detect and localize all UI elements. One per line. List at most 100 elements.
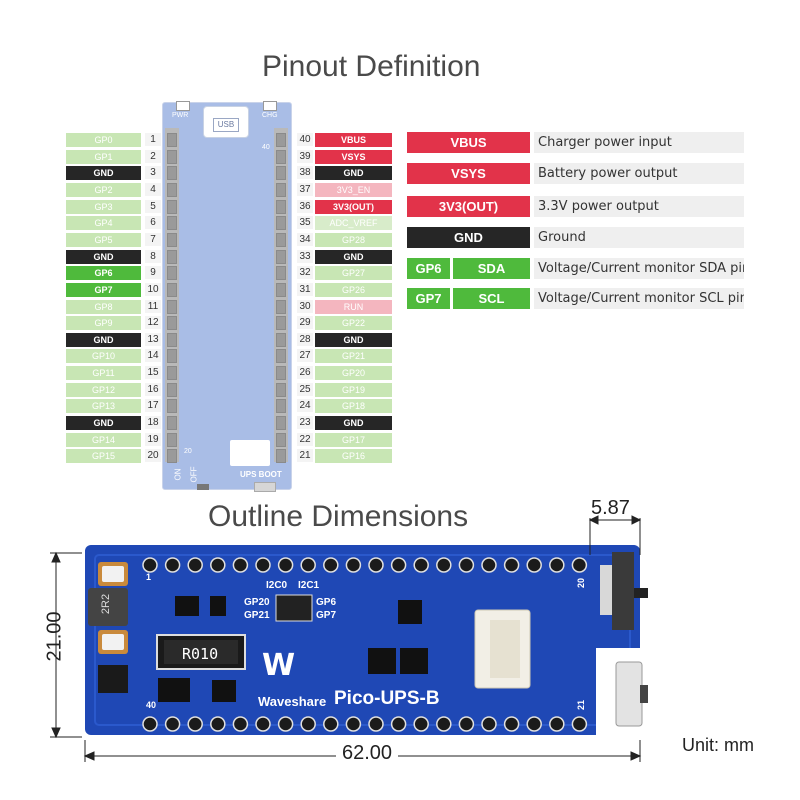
silk-i2c1: I2C1: [298, 580, 320, 591]
usb-label: USB: [213, 118, 239, 132]
pcb-pin-hole: [187, 557, 203, 573]
pin-label-27: GP21: [315, 349, 392, 363]
pin-number-37: 37: [297, 183, 313, 196]
pcb-pin-hole: [481, 557, 497, 573]
pcb-pin-hole: [503, 716, 520, 732]
chg-label: CHG: [262, 112, 278, 119]
silk-gp7: GP7: [316, 610, 337, 621]
legend-description: Battery power output: [534, 163, 744, 184]
top-header-holes: [142, 557, 588, 573]
header-pin-left: [167, 300, 177, 314]
header-pin-right: [276, 150, 286, 164]
silk-gp21: GP21: [244, 610, 270, 621]
pin-label-17: GP13: [66, 399, 141, 413]
outline-drawing: [50, 515, 648, 762]
header-pin-left: [167, 133, 177, 147]
header-pin-left: [167, 383, 177, 397]
jumper-pads: [275, 594, 313, 622]
pin-label-39: VSYS: [315, 150, 392, 164]
header-pin-right: [276, 266, 286, 280]
pin-number-23: 23: [297, 416, 313, 429]
pin-label-30: RUN: [315, 300, 392, 314]
pin-number-36: 36: [297, 200, 313, 213]
header-pin-left: [167, 433, 177, 447]
pin-label-32: GP27: [315, 266, 392, 280]
inductor-mark: 2R2: [100, 593, 113, 615]
pin-label-40: VBUS: [315, 133, 392, 147]
pin-label-12: GP9: [66, 316, 141, 330]
inductor: [88, 588, 128, 626]
brand-name: Waveshare: [258, 694, 327, 709]
pin-number-27: 27: [297, 349, 313, 362]
pcb-pin-hole: [436, 557, 452, 573]
legend-box-gp7: GP7: [407, 288, 450, 309]
pcb-pin-hole: [571, 557, 588, 573]
pcb-pin-hole: [390, 557, 407, 573]
legend-box-gp6: GP6: [407, 258, 450, 279]
ups-boot-label: UPS BOOT: [240, 470, 282, 479]
legend-description: 3.3V power output: [534, 196, 744, 217]
pwr-led: [176, 101, 190, 111]
pin-label-25: GP19: [315, 383, 392, 397]
switch-dimension: 5.87: [591, 497, 630, 519]
off-label: OFF: [189, 466, 199, 483]
pcb-pin-hole: [255, 716, 271, 732]
pcb-pin-hole: [345, 557, 362, 573]
pin-label-22: GP17: [315, 433, 392, 447]
usb-connector: [203, 106, 249, 138]
pin-number-38: 38: [297, 166, 313, 179]
pcb-pin-hole: [345, 716, 362, 732]
pcb-pin-hole: [210, 716, 226, 732]
pin-number-5: 5: [145, 200, 161, 213]
pin-label-5: GP3: [66, 200, 141, 214]
chg-led: [263, 101, 277, 111]
pin-number-4: 4: [145, 183, 161, 196]
board-pin20-label: 20: [184, 448, 192, 455]
header-pin-left: [167, 316, 177, 330]
header-pin-left: [167, 266, 177, 280]
pcb-pin-hole: [300, 716, 316, 732]
boot-button-body: [615, 661, 643, 727]
legend-box-3v3(out): 3V3(OUT): [407, 196, 530, 217]
pin-label-11: GP8: [66, 300, 141, 314]
capacitor-2-top: [102, 634, 124, 650]
pcb-pin-hole: [390, 716, 407, 732]
pin-label-3: GND: [66, 166, 141, 180]
header-pin-right: [276, 433, 286, 447]
silk-gp6: GP6: [316, 597, 337, 608]
header-pin-left: [167, 283, 177, 297]
product-name: Pico-UPS-B: [334, 688, 440, 709]
header-pin-right: [276, 399, 286, 413]
pin-label-37: 3V3_EN: [315, 183, 392, 197]
pin-number-18: 18: [145, 416, 161, 429]
header-pin-right: [276, 449, 286, 463]
slide-switch-lever: [634, 588, 648, 598]
pin-label-19: GP14: [66, 433, 141, 447]
pcb-pin-hole: [368, 557, 384, 573]
chip-7: [212, 680, 236, 702]
slide-switch-pad: [600, 565, 612, 615]
pin-label-29: GP22: [315, 316, 392, 330]
header-pin-right: [276, 283, 286, 297]
pwr-label: PWR: [172, 112, 189, 119]
silk-pin1: 1: [146, 572, 152, 582]
pin-number-29: 29: [297, 316, 313, 329]
outline-title: Outline Dimensions: [208, 500, 469, 533]
pin-label-2: GP1: [66, 150, 141, 164]
chip-1: [98, 665, 128, 693]
chip-5: [368, 648, 396, 674]
pcb-pin-hole: [368, 716, 384, 732]
header-pin-right: [276, 416, 286, 430]
pin-number-28: 28: [297, 333, 313, 346]
pcb-pin-hole: [142, 716, 158, 732]
header-pin-left: [167, 399, 177, 413]
chip-8: [158, 678, 190, 702]
pin-label-10: GP7: [66, 283, 141, 297]
pico-board: [162, 102, 292, 490]
header-pin-right: [276, 166, 286, 180]
pcb-pin-hole: [549, 716, 565, 732]
pin-number-3: 3: [145, 166, 161, 179]
legend-description: Voltage/Current monitor SDA pin: [534, 258, 744, 279]
header-pin-right: [276, 216, 286, 230]
pin-label-33: GND: [315, 250, 392, 264]
